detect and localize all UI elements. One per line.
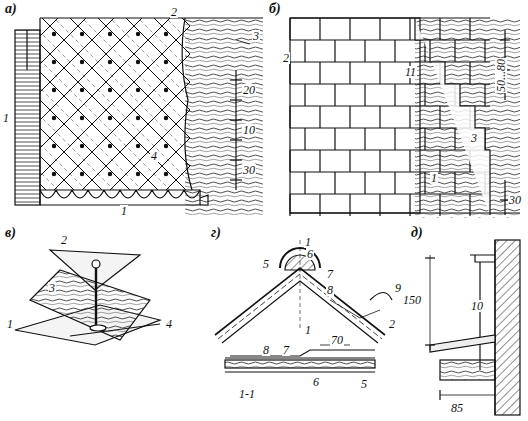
callout-number: 4 — [150, 150, 158, 162]
callout-number: 1 — [304, 324, 312, 336]
callout-number: 4 — [165, 318, 173, 330]
callout-number: 10 — [470, 300, 484, 312]
callout-number: 6 — [312, 376, 320, 388]
callout-number: 8 — [262, 344, 270, 356]
callout-number: 7 — [282, 344, 290, 356]
callout-number: 1 — [6, 318, 14, 330]
callout-number: 10 — [242, 124, 256, 136]
callout-number: 1 — [304, 236, 312, 248]
callout-number: 8 — [326, 284, 334, 296]
callout-number: 5 — [360, 378, 368, 390]
callout-number: 50...80 — [495, 58, 507, 93]
callout-number: 7 — [326, 268, 334, 280]
callout-number: 2 — [388, 318, 396, 330]
callout-number: 20 — [242, 84, 256, 96]
callout-number: 3 — [470, 132, 478, 144]
panel-letter: д) — [410, 226, 424, 240]
callout-number: 2 — [60, 234, 68, 246]
callout-number: 150 — [402, 294, 422, 306]
callout-number: 2 — [282, 52, 290, 64]
callout-number: 6 — [306, 248, 314, 260]
callout-number: 30 — [242, 164, 256, 176]
callout-number: 5 — [262, 258, 270, 270]
panel-letter: а) — [4, 2, 18, 16]
callout-number: 1 — [2, 112, 10, 124]
callout-number: 3 — [48, 282, 56, 294]
callout-number: 85 — [450, 402, 464, 414]
panel-letter: г) — [210, 226, 222, 240]
callout-number: 1-1 — [238, 388, 256, 400]
callout-number: 30 — [508, 194, 522, 206]
panel-letter: б) — [268, 2, 282, 16]
callout-number: 2 — [170, 6, 178, 18]
callout-number: 11 — [404, 66, 417, 78]
callout-number: 1 — [120, 205, 128, 217]
callout-number: 3 — [252, 30, 260, 42]
callout-number: 1 — [430, 172, 438, 184]
panel-letter: в) — [4, 226, 17, 240]
callout-number: 70 — [330, 334, 344, 346]
callout-number: 9 — [394, 282, 402, 294]
